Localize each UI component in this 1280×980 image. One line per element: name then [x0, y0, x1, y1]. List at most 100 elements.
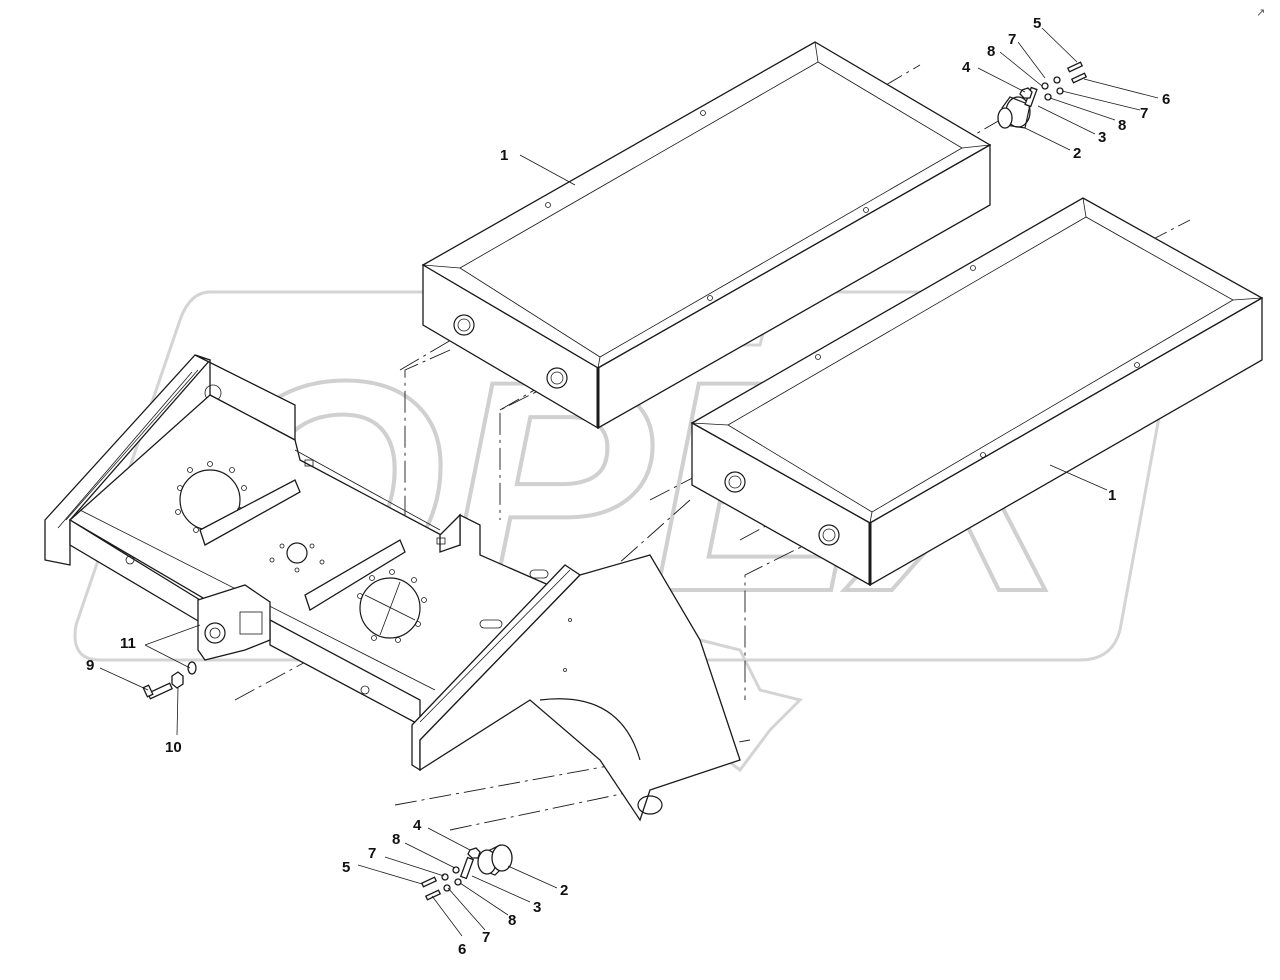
plate-bottom	[459, 856, 475, 880]
callout-plate-bottom: 3	[533, 899, 541, 916]
callout-tank-upper: 1	[500, 147, 508, 164]
tank-upper-rim-edge3	[961, 144, 991, 149]
washer-top-3	[1044, 93, 1052, 101]
tank-upper-hole-1	[700, 110, 706, 116]
callout-frame-bolt: 9	[86, 657, 94, 674]
tank-lower-rim-edge	[691, 422, 729, 426]
frame-left-bracket-edge2	[65, 369, 199, 521]
frame-small-hole-2	[563, 668, 567, 672]
fuel-tank-upper	[421, 41, 992, 430]
tank-upper-port-b-inner	[550, 371, 564, 385]
bushing-top-end	[997, 107, 1013, 129]
callout-washer7b-bottom: 7	[482, 929, 490, 946]
leader-lines	[99, 27, 1159, 937]
tank-lower-port-b	[818, 524, 840, 546]
callout-washer8b-top: 8	[1118, 117, 1126, 134]
frame-rear-plate	[419, 554, 741, 822]
tank-lower-rim-edge2	[1082, 197, 1087, 218]
tank-upper-hole-4	[707, 295, 713, 301]
fastener-group-frame	[142, 661, 197, 700]
tank-lower-port-b-inner	[822, 528, 836, 542]
frame-rail-pin-2	[360, 685, 370, 695]
frame-opening-right	[359, 577, 421, 639]
frame-left-bracket-edge	[57, 371, 193, 529]
tank-upper-rim-edge2	[814, 41, 819, 63]
bolt-top-2	[1070, 72, 1088, 84]
frame-slot-1	[479, 619, 503, 629]
tank-upper-hole-2	[545, 202, 551, 208]
tank-lower-rim-edge4	[869, 511, 873, 524]
frame-rod-clip-1	[304, 459, 314, 467]
callout-bolt-top: 5	[1033, 15, 1041, 32]
callout-washer6-top: 6	[1162, 91, 1170, 108]
frame-nut	[171, 671, 184, 689]
washer-top-1	[1041, 82, 1049, 90]
leader-tank1-frame-b	[499, 379, 561, 520]
frame-rear-arc	[539, 698, 641, 761]
tank-upper-port-b	[546, 367, 568, 389]
centerline-bottom-b	[449, 789, 641, 831]
frame-pivot-bracket	[197, 584, 271, 661]
callout-washer7b-top: 7	[1140, 105, 1148, 122]
frame-pivot-hole-inner	[209, 627, 221, 639]
tank-lower-hole-4	[980, 452, 986, 458]
tank-lower-hole-3	[1134, 362, 1140, 368]
frame-rail-pin-1	[125, 555, 135, 565]
callout-washer8a-top: 8	[987, 43, 995, 60]
frame-washer	[187, 661, 197, 675]
bolt-bottom-2	[424, 889, 442, 901]
fastener-group-bottom	[420, 844, 513, 901]
bolt-bottom	[420, 876, 438, 888]
frame-opening-right-cross2	[379, 581, 401, 636]
frame-crossmember-1	[199, 479, 301, 546]
frame-rod	[294, 449, 441, 531]
callout-washer7a-top: 7	[1008, 31, 1016, 48]
tank-upper-rim-edge	[422, 264, 461, 269]
tank-upper-port-a	[453, 314, 475, 336]
washer-top-2	[1053, 76, 1061, 84]
callout-bushing-bottom: 2	[560, 882, 568, 899]
washer-bottom-2	[452, 866, 460, 874]
corner-mark: ↗	[1256, 6, 1265, 19]
callout-labels: 1 1 2 3 4 5 6 7 7 8 8 2 3 4 5 6 7 7 8 8 …	[86, 15, 1170, 958]
nut-top	[1019, 87, 1033, 99]
callout-frame-washer: 11	[120, 635, 136, 652]
tank-lower-port-a-inner	[728, 475, 742, 489]
frame-small-hole-1	[568, 618, 572, 622]
tank-lower-hole-2	[815, 354, 821, 360]
frame-bolt-head	[142, 684, 154, 698]
tank-upper-hole-3	[863, 207, 869, 213]
washer-bottom-4	[454, 878, 462, 886]
callout-frame-nut: 10	[165, 739, 182, 756]
callout-bushing-top: 2	[1073, 145, 1081, 162]
tank-lower-hole-1	[970, 265, 976, 271]
frame-bolt-holes	[175, 461, 427, 643]
nut-bottom	[467, 847, 481, 859]
frame-slot-2	[529, 569, 549, 579]
frame-center-ring	[286, 542, 308, 564]
callout-washer7a-bottom: 7	[368, 845, 376, 862]
frame-crossmember-2	[304, 539, 406, 611]
frame-rear-lug	[637, 795, 663, 815]
frame-right-bracket-edge	[419, 569, 571, 723]
callout-washer8a-bottom: 8	[392, 831, 400, 848]
washer-bottom-1	[441, 873, 449, 881]
tank-lower-port-a	[724, 471, 746, 493]
tank-lower-rim-edge3	[1232, 297, 1263, 301]
callout-nut-top: 4	[962, 59, 971, 76]
callout-bolt-bottom: 5	[342, 859, 350, 876]
washer-bottom-3	[443, 884, 451, 892]
bolt-top	[1066, 61, 1084, 73]
leader-tank2-frame-b	[744, 534, 826, 700]
fastener-group-top	[997, 61, 1088, 129]
support-frame	[44, 354, 741, 822]
frame-pivot-slot	[239, 611, 263, 635]
callout-washer6-bottom: 6	[458, 941, 466, 958]
callout-tank-lower: 1	[1108, 487, 1116, 504]
bushing-bottom	[491, 844, 513, 872]
fuel-tank-lower	[690, 197, 1264, 587]
tank-upper-port-a-inner	[457, 318, 471, 332]
callout-nut-bottom: 4	[413, 817, 422, 834]
frame-rod-clip-2	[436, 537, 446, 545]
